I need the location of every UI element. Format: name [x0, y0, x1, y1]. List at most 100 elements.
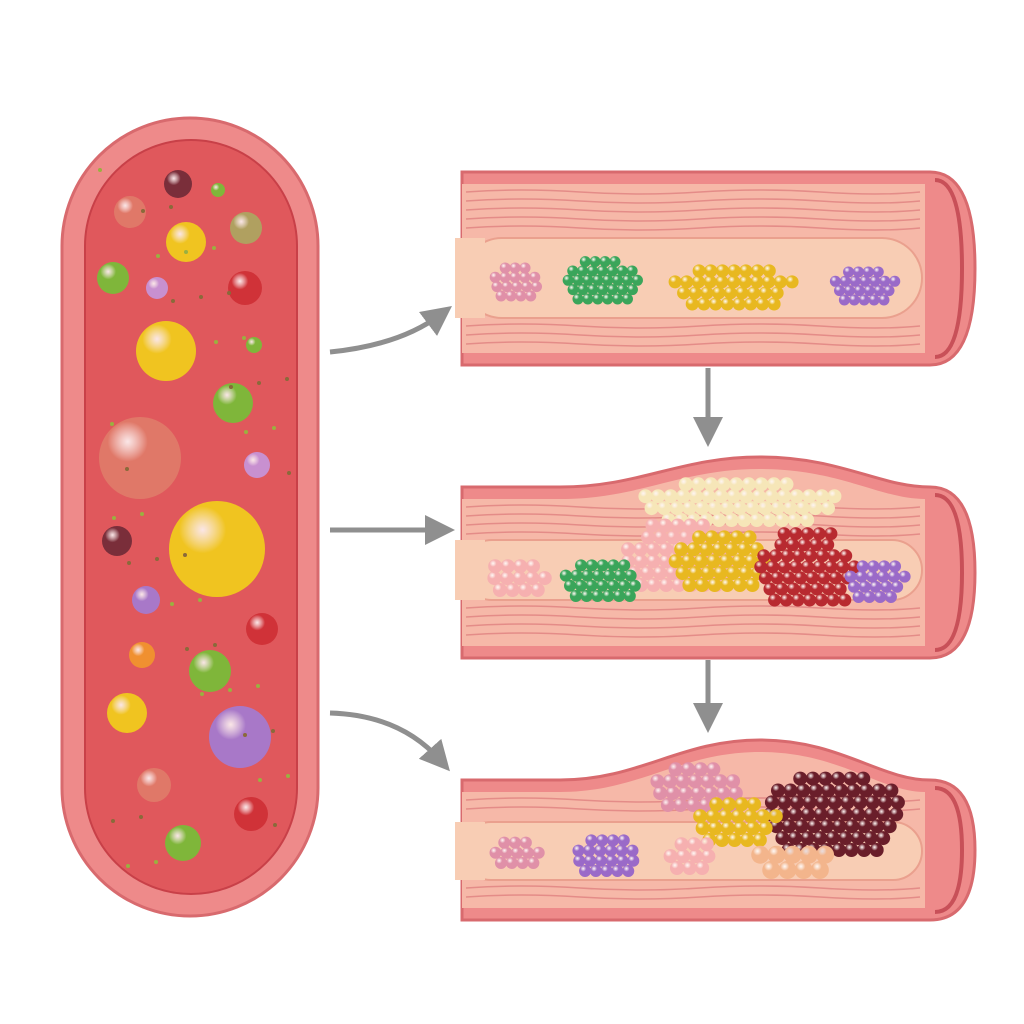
speck	[198, 598, 202, 602]
plaque-cell-green	[570, 569, 583, 582]
plaque-cell-purple	[572, 844, 585, 857]
lipid-particle	[209, 706, 271, 768]
plaque-cell-green	[580, 590, 593, 602]
plaque-cell-yellow	[711, 542, 726, 557]
plaque-cell-red	[804, 549, 818, 563]
plaque-cell-yellow	[727, 833, 742, 847]
plaque-cell-red	[797, 538, 811, 552]
plaque-cell-cream	[745, 501, 760, 516]
plaque-cell-purple	[573, 854, 586, 867]
plaque-cell-dark-red	[819, 819, 834, 834]
plaque-cell-green	[577, 265, 589, 277]
plaque-cell-pink	[495, 290, 507, 302]
plaque-cell-yellow	[720, 297, 734, 311]
plaque-cell-yellow	[751, 264, 765, 278]
plaque-cell-green	[574, 579, 587, 592]
lipid-particle	[129, 642, 155, 668]
plaque-cell-yellow	[715, 275, 729, 289]
plaque-cell-yellow	[695, 821, 710, 836]
plaque-cell-purple	[838, 294, 850, 306]
plaque-cell-yellow	[756, 809, 771, 824]
plaque-cell-cream	[789, 489, 804, 504]
plaque-cell-green	[602, 274, 614, 286]
plaque-cell-pink	[489, 846, 502, 859]
plaque-cell-dark-red	[859, 783, 874, 798]
plaque-cell-pink	[645, 518, 660, 533]
plaque-cell-yellow	[725, 566, 740, 581]
plaque-cell-pink	[668, 762, 683, 777]
plaque-cell-green	[572, 293, 584, 305]
plaque-cell-yellow	[680, 275, 694, 289]
plaque-cell-pink	[682, 861, 697, 875]
plaque-cell-pink	[688, 774, 703, 789]
lipid-particle	[99, 417, 181, 499]
plaque-cell-purple	[594, 854, 607, 867]
plaque-cell-dark-red	[876, 807, 891, 822]
plaque-cell-green	[624, 569, 637, 582]
plaque-cell-pink	[505, 857, 518, 869]
plaque-cell-dark-red	[831, 843, 846, 857]
plaque-cell-pink	[532, 846, 545, 859]
plaque-cell-cream	[714, 489, 729, 504]
lumen-end	[455, 540, 485, 600]
plaque-cell-cream	[741, 477, 756, 492]
plaque-cell-pink	[653, 530, 668, 545]
plaque-cell-cream	[716, 477, 731, 492]
plaque-cell-yellow	[746, 821, 761, 836]
plaque-cell-green	[602, 569, 615, 582]
plaque-cell-dark-red	[853, 795, 868, 810]
speck	[228, 688, 232, 692]
plaque-cell-pink	[633, 554, 648, 569]
plaque-cell-red	[821, 582, 835, 596]
plaque-cell-dark-red	[840, 795, 855, 810]
lipid-particle	[213, 383, 253, 423]
plaque-cell-green	[579, 256, 591, 268]
plaque-cell-yellow	[734, 797, 749, 812]
plaque-cell-yellow	[743, 809, 758, 824]
plaque-cell-pink	[688, 849, 703, 864]
plaque-cell-dark-red	[827, 795, 842, 810]
plaque-cell-pink	[658, 542, 673, 557]
muscle-fiber	[465, 216, 921, 222]
plaque-cell-yellow	[755, 297, 769, 311]
plaque-cell-yellow	[715, 833, 730, 847]
plaque-cell-pink	[500, 559, 515, 574]
plaque-cell-green	[612, 274, 624, 286]
plaque-cell-green	[562, 274, 574, 286]
plaque-cell-yellow	[721, 797, 736, 812]
plaque-cell-dark-red	[865, 795, 880, 810]
muscle-fiber	[465, 623, 921, 629]
plaque-cell-dark-red	[801, 807, 816, 822]
plaque-cell-yellow	[709, 797, 724, 812]
plaque-cell-cream	[703, 477, 718, 492]
plaque-cell-pink	[501, 281, 513, 293]
artery-stage-early	[455, 170, 977, 367]
plaque-cell-purple	[867, 560, 880, 573]
plaque-cell-green	[631, 274, 643, 286]
plaque-cell-yellow	[708, 821, 723, 836]
plaque-cell-dark-red	[793, 771, 808, 786]
plaque-cell-cream	[766, 477, 781, 492]
lipid-particle	[164, 170, 192, 198]
plaque-cell-pink	[511, 281, 523, 293]
plaque-cell-red	[817, 571, 831, 585]
plaque-cell-green	[592, 293, 604, 305]
plaque-cell-green	[585, 559, 598, 572]
speck	[112, 516, 116, 520]
plaque-cell-green	[613, 590, 626, 602]
plaque-cell-yellow	[720, 821, 735, 836]
plaque-cell-purple	[616, 854, 629, 867]
speck	[127, 561, 131, 565]
plaque-cell-pink	[525, 571, 540, 586]
plaque-cell-yellow	[681, 554, 696, 569]
plaque-cell-yellow	[727, 264, 741, 278]
plaque-cell-dark-red	[838, 831, 853, 846]
plaque-cell-purple	[869, 275, 881, 287]
plaque-cell-dark-red	[863, 831, 878, 846]
plaque-cell-purple	[898, 570, 911, 583]
plaque-cell-dark-red	[794, 819, 809, 834]
plaque-cell-yellow	[693, 554, 708, 569]
speck	[141, 209, 145, 213]
muscle-fiber	[465, 323, 921, 329]
plaque-cell-pink	[509, 271, 521, 283]
